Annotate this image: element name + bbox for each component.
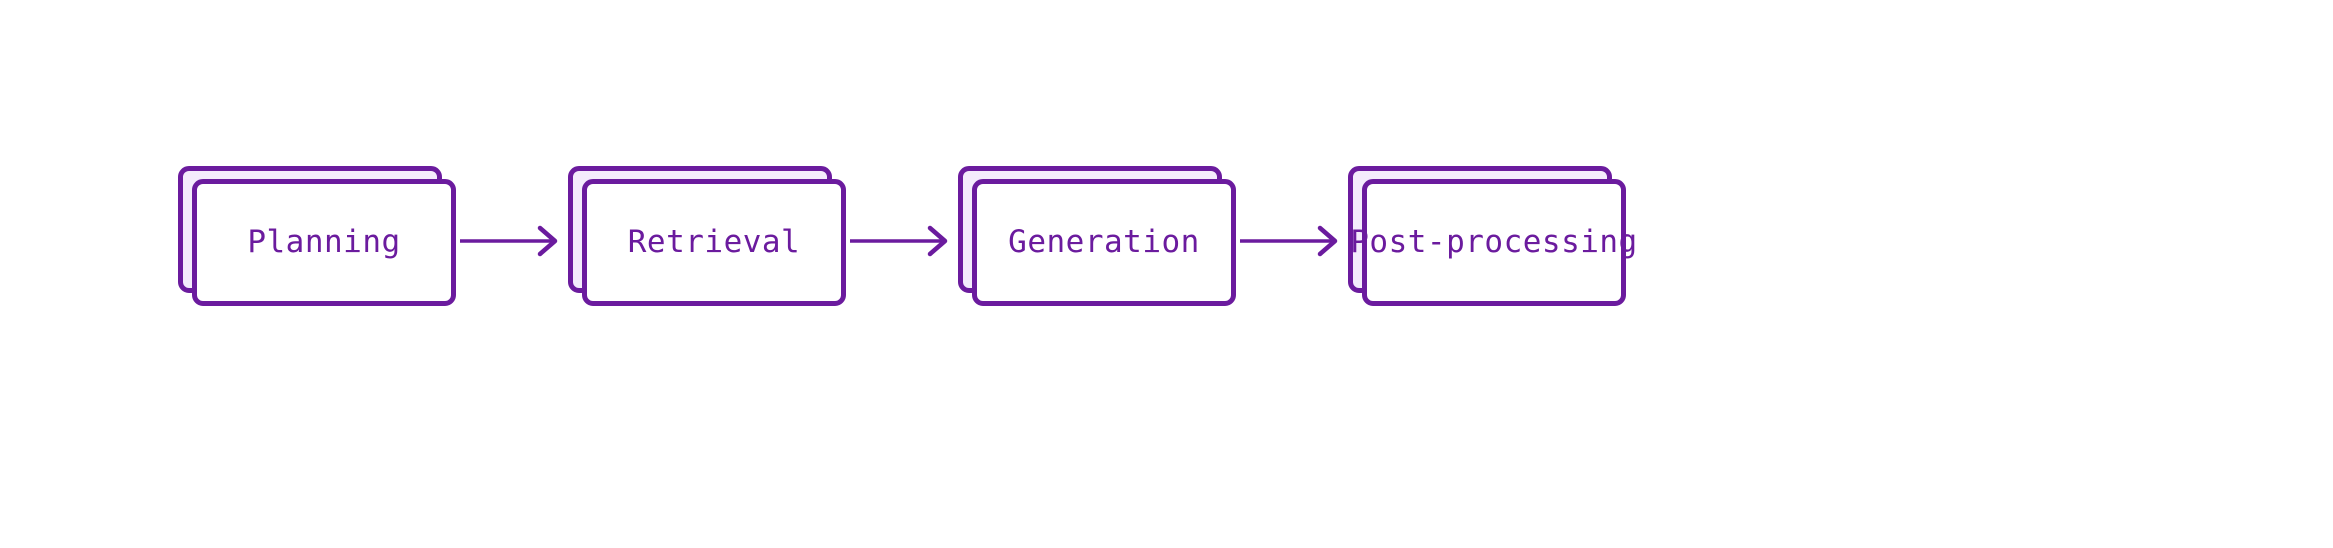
- arrow-right-icon: [850, 225, 948, 257]
- pipeline-flow: Planning Retrieval: [0, 166, 2333, 316]
- card-front-layer[interactable]: Generation: [972, 179, 1236, 306]
- pipeline-stage-retrieval[interactable]: Retrieval: [568, 166, 846, 316]
- card-front-layer[interactable]: Post-processing: [1350, 179, 1637, 306]
- arrow-right-icon: [1240, 225, 1338, 257]
- stage-label: Retrieval: [627, 224, 801, 260]
- stage-label: Generation: [1008, 224, 1200, 260]
- stage-label: Planning: [247, 224, 401, 260]
- pipeline-stage-post-processing[interactable]: Post-processing: [1348, 166, 1637, 316]
- card-front-layer[interactable]: Planning: [192, 179, 456, 306]
- arrow-right-icon: [460, 225, 558, 257]
- arrow-planning-to-retrieval: [456, 166, 568, 316]
- arrow-retrieval-to-generation: [846, 166, 958, 316]
- arrow-generation-to-post-processing: [1236, 166, 1348, 316]
- card-front-layer[interactable]: Retrieval: [582, 179, 846, 306]
- pipeline-stage-planning[interactable]: Planning: [178, 166, 456, 316]
- stage-label: Post-processing: [1350, 224, 1638, 260]
- pipeline-stage-generation[interactable]: Generation: [958, 166, 1236, 316]
